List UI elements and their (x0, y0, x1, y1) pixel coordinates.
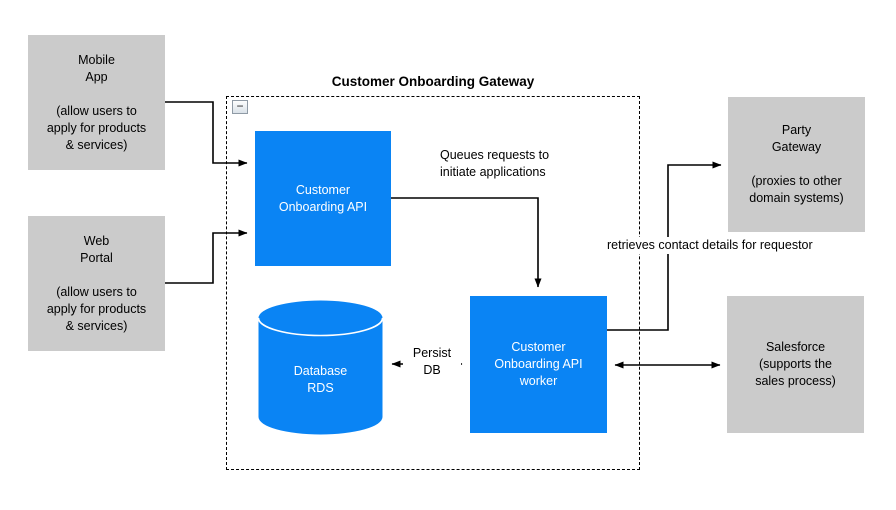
node-database-label: Database RDS (293, 363, 348, 395)
node-salesforce-label: Salesforce (supports the sales process) (755, 340, 836, 388)
node-party-gateway-label: Party Gateway (proxies to other domain s… (749, 123, 844, 205)
node-api-worker: Customer Onboarding API worker (470, 296, 607, 433)
node-database-cylinder: Database RDS (258, 300, 383, 435)
node-mobile-app-label: Mobile App (allow users to apply for pro… (46, 52, 147, 152)
edge-label-queues: Queues requests to initiate applications (440, 148, 550, 179)
node-customer-onboarding-api-label: Customer Onboarding API (278, 182, 368, 214)
database-cylinder-icon (258, 300, 383, 435)
edge-label-persist-db: Persist DB (403, 345, 461, 379)
node-web-portal-label: Web Portal (allow users to apply for pro… (46, 233, 147, 333)
node-party-gateway: Party Gateway (proxies to other domain s… (728, 97, 865, 232)
collapse-group-button[interactable]: − (232, 100, 248, 114)
node-customer-onboarding-api: Customer Onboarding API (255, 131, 391, 266)
gateway-group-title: Customer Onboarding Gateway (331, 74, 535, 89)
node-mobile-app: Mobile App (allow users to apply for pro… (28, 35, 165, 170)
edge-label-retrieves-contact: retrieves contact details for requestor (605, 237, 815, 254)
node-salesforce: Salesforce (supports the sales process) (727, 296, 864, 433)
node-web-portal: Web Portal (allow users to apply for pro… (28, 216, 165, 351)
node-api-worker-label: Customer Onboarding API worker (494, 340, 583, 388)
